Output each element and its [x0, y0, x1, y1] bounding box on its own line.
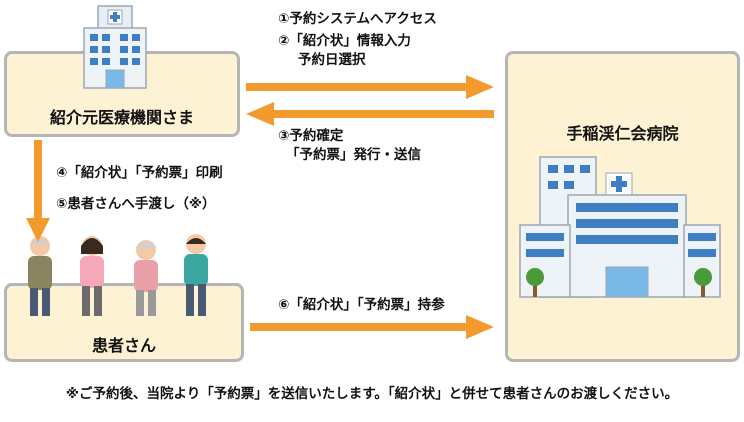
arrow-patient-to-hospital	[250, 315, 494, 339]
referrer-label: 紹介元医療機関さま	[49, 108, 194, 127]
step-5-text: ⑤患者さんへ手渡し（※）	[56, 196, 216, 212]
arrow-down-to-patient	[26, 140, 50, 242]
step-2-text: ②「紹介状」情報入力	[278, 33, 411, 49]
patient-label: 患者さん	[91, 336, 156, 355]
step-6-text: ⑥「紹介状」「予約票」持参	[278, 297, 445, 313]
step-3-text: ③予約確定	[278, 128, 344, 144]
hospital-building-icon	[519, 156, 721, 298]
clinic-building-icon	[83, 5, 147, 89]
step-3-subtext: 「予約票」発行・送信	[286, 147, 421, 163]
step-2-subtext: 予約日選択	[298, 52, 366, 68]
arrow-left-to-referrer	[246, 102, 494, 126]
step-1-text: ①予約システムへアクセス	[278, 11, 437, 27]
arrow-right-to-hospital	[246, 75, 494, 99]
step-4-text: ④「紹介状」「予約票」印刷	[56, 165, 223, 181]
footer-note: ※ご予約後、当院より「予約票」を送信いたします。「紹介状」と併せて患者さんのお渡…	[65, 386, 679, 402]
patients-illustration-icon	[28, 234, 208, 316]
hospital-label: 手稲渓仁会病院	[566, 124, 679, 143]
